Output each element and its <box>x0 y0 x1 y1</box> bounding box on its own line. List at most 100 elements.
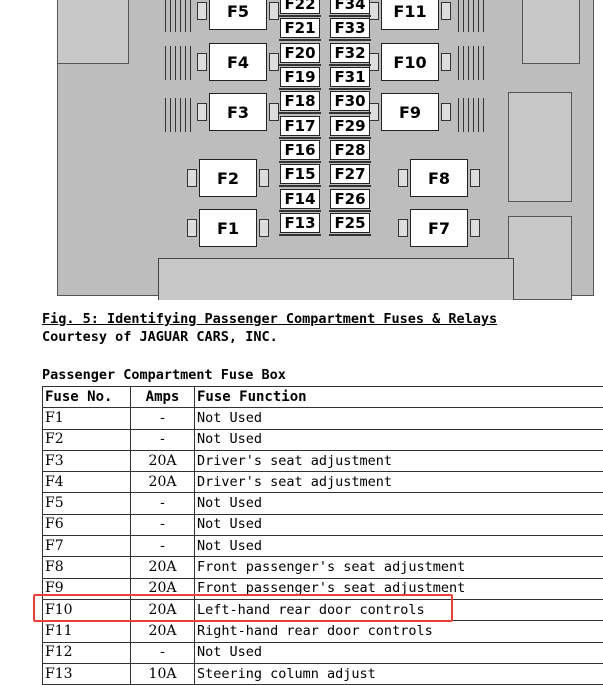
figure-title: Fig. 5: Identifying Passenger Compartmen… <box>42 311 497 327</box>
fuse-f31[interactable]: F31 <box>330 67 370 87</box>
cell-function: Not Used <box>195 536 603 557</box>
pin-group <box>165 0 191 32</box>
table-row: F2-Not Used <box>43 429 603 450</box>
cell-function: Not Used <box>195 642 603 663</box>
left-relay-block <box>57 0 129 64</box>
fuse-f19[interactable]: F19 <box>280 67 320 87</box>
fuse-f27[interactable]: F27 <box>330 164 370 184</box>
right-relay-block-top <box>522 0 580 64</box>
fuse-f18[interactable]: F18 <box>280 91 320 111</box>
fuse-f20[interactable]: F20 <box>280 43 320 63</box>
cell-amps: 20A <box>131 472 195 493</box>
cell-function: Front passenger's seat adjustment <box>195 557 603 578</box>
cell-fuse: F5 <box>43 493 131 514</box>
cell-function: Not Used <box>195 493 603 514</box>
pin-group <box>165 98 191 132</box>
table-header-row: Fuse No. Amps Fuse Function <box>43 387 603 408</box>
cell-amps: - <box>131 429 195 450</box>
cell-amps: 20A <box>131 621 195 642</box>
cell-fuse: F8 <box>43 557 131 578</box>
fuse-f22[interactable]: F22 <box>280 0 320 14</box>
fuse-box-diagram: F5 F4 F3 F2 F1 F11 F10 F9 F8 F7 F22 F21 … <box>0 0 603 300</box>
cell-fuse: F2 <box>43 429 131 450</box>
header-fuse-no: Fuse No. <box>43 387 131 408</box>
pin-group <box>165 46 191 80</box>
cell-fuse: F4 <box>43 472 131 493</box>
cell-fuse: F3 <box>43 450 131 471</box>
pin-group <box>458 98 484 132</box>
fuse-f14[interactable]: F14 <box>280 189 320 209</box>
fuse-f17[interactable]: F17 <box>280 116 320 136</box>
cell-function: Right-hand rear door controls <box>195 621 603 642</box>
connector-slot <box>158 258 514 300</box>
pin-group <box>458 0 484 32</box>
right-relay-block-mid <box>508 92 572 202</box>
pin-group <box>458 46 484 80</box>
fuse-f8[interactable]: F8 <box>410 159 468 197</box>
cell-fuse: F13 <box>43 663 131 684</box>
fuse-f3[interactable]: F3 <box>209 93 267 131</box>
cell-amps: 10A <box>131 663 195 684</box>
fuse-f1[interactable]: F1 <box>199 209 257 247</box>
table-title: Passenger Compartment Fuse Box <box>42 367 286 383</box>
fuse-f33[interactable]: F33 <box>330 18 370 38</box>
fuse-f26[interactable]: F26 <box>330 189 370 209</box>
cell-function: Steering column adjust <box>195 663 603 684</box>
fuse-f21[interactable]: F21 <box>280 18 320 38</box>
header-function: Fuse Function <box>195 387 603 408</box>
fuse-table: Fuse No. Amps Fuse Function F1-Not Used … <box>42 386 603 685</box>
fuse-f13[interactable]: F13 <box>280 213 320 233</box>
cell-amps: - <box>131 536 195 557</box>
fuse-f9[interactable]: F9 <box>381 93 439 131</box>
fuse-f32[interactable]: F32 <box>330 43 370 63</box>
fuse-f4[interactable]: F4 <box>209 43 267 81</box>
cell-amps: - <box>131 514 195 535</box>
fuse-f29[interactable]: F29 <box>330 116 370 136</box>
cell-amps: 20A <box>131 557 195 578</box>
table-row: F12-Not Used <box>43 642 603 663</box>
table-row: F6-Not Used <box>43 514 603 535</box>
cell-function: Not Used <box>195 514 603 535</box>
cell-amps: - <box>131 493 195 514</box>
cell-amps: 20A <box>131 599 195 620</box>
fuse-f30[interactable]: F30 <box>330 91 370 111</box>
cell-amps: - <box>131 408 195 429</box>
fuse-f11[interactable]: F11 <box>381 0 439 30</box>
cell-function: Not Used <box>195 429 603 450</box>
cell-function: Front passenger's seat adjustment <box>195 578 603 599</box>
cell-function: Not Used <box>195 408 603 429</box>
cell-fuse: F12 <box>43 642 131 663</box>
fuse-f7[interactable]: F7 <box>410 209 468 247</box>
cell-fuse: F9 <box>43 578 131 599</box>
fuse-f10[interactable]: F10 <box>381 43 439 81</box>
cell-fuse: F7 <box>43 536 131 557</box>
table-row: F1-Not Used <box>43 408 603 429</box>
table-row: F5-Not Used <box>43 493 603 514</box>
cell-amps: - <box>131 642 195 663</box>
cell-amps: 20A <box>131 578 195 599</box>
cell-function: Driver's seat adjustment <box>195 450 603 471</box>
fuse-f15[interactable]: F15 <box>280 164 320 184</box>
fuse-f25[interactable]: F25 <box>330 213 370 233</box>
cell-function: Driver's seat adjustment <box>195 472 603 493</box>
fuse-f5[interactable]: F5 <box>209 0 267 30</box>
cell-amps: 20A <box>131 450 195 471</box>
fuse-f2[interactable]: F2 <box>199 159 257 197</box>
figure-courtesy: Courtesy of JAGUAR CARS, INC. <box>42 329 278 345</box>
right-relay-block-bottom <box>508 216 572 300</box>
cell-fuse: F6 <box>43 514 131 535</box>
fuse-f16[interactable]: F16 <box>280 140 320 160</box>
fuse-f34[interactable]: F34 <box>330 0 370 14</box>
cell-fuse: F1 <box>43 408 131 429</box>
fuse-f28[interactable]: F28 <box>330 140 370 160</box>
cell-function: Left-hand rear door controls <box>195 599 603 620</box>
header-amps: Amps <box>131 387 195 408</box>
table-row: F7-Not Used <box>43 536 603 557</box>
